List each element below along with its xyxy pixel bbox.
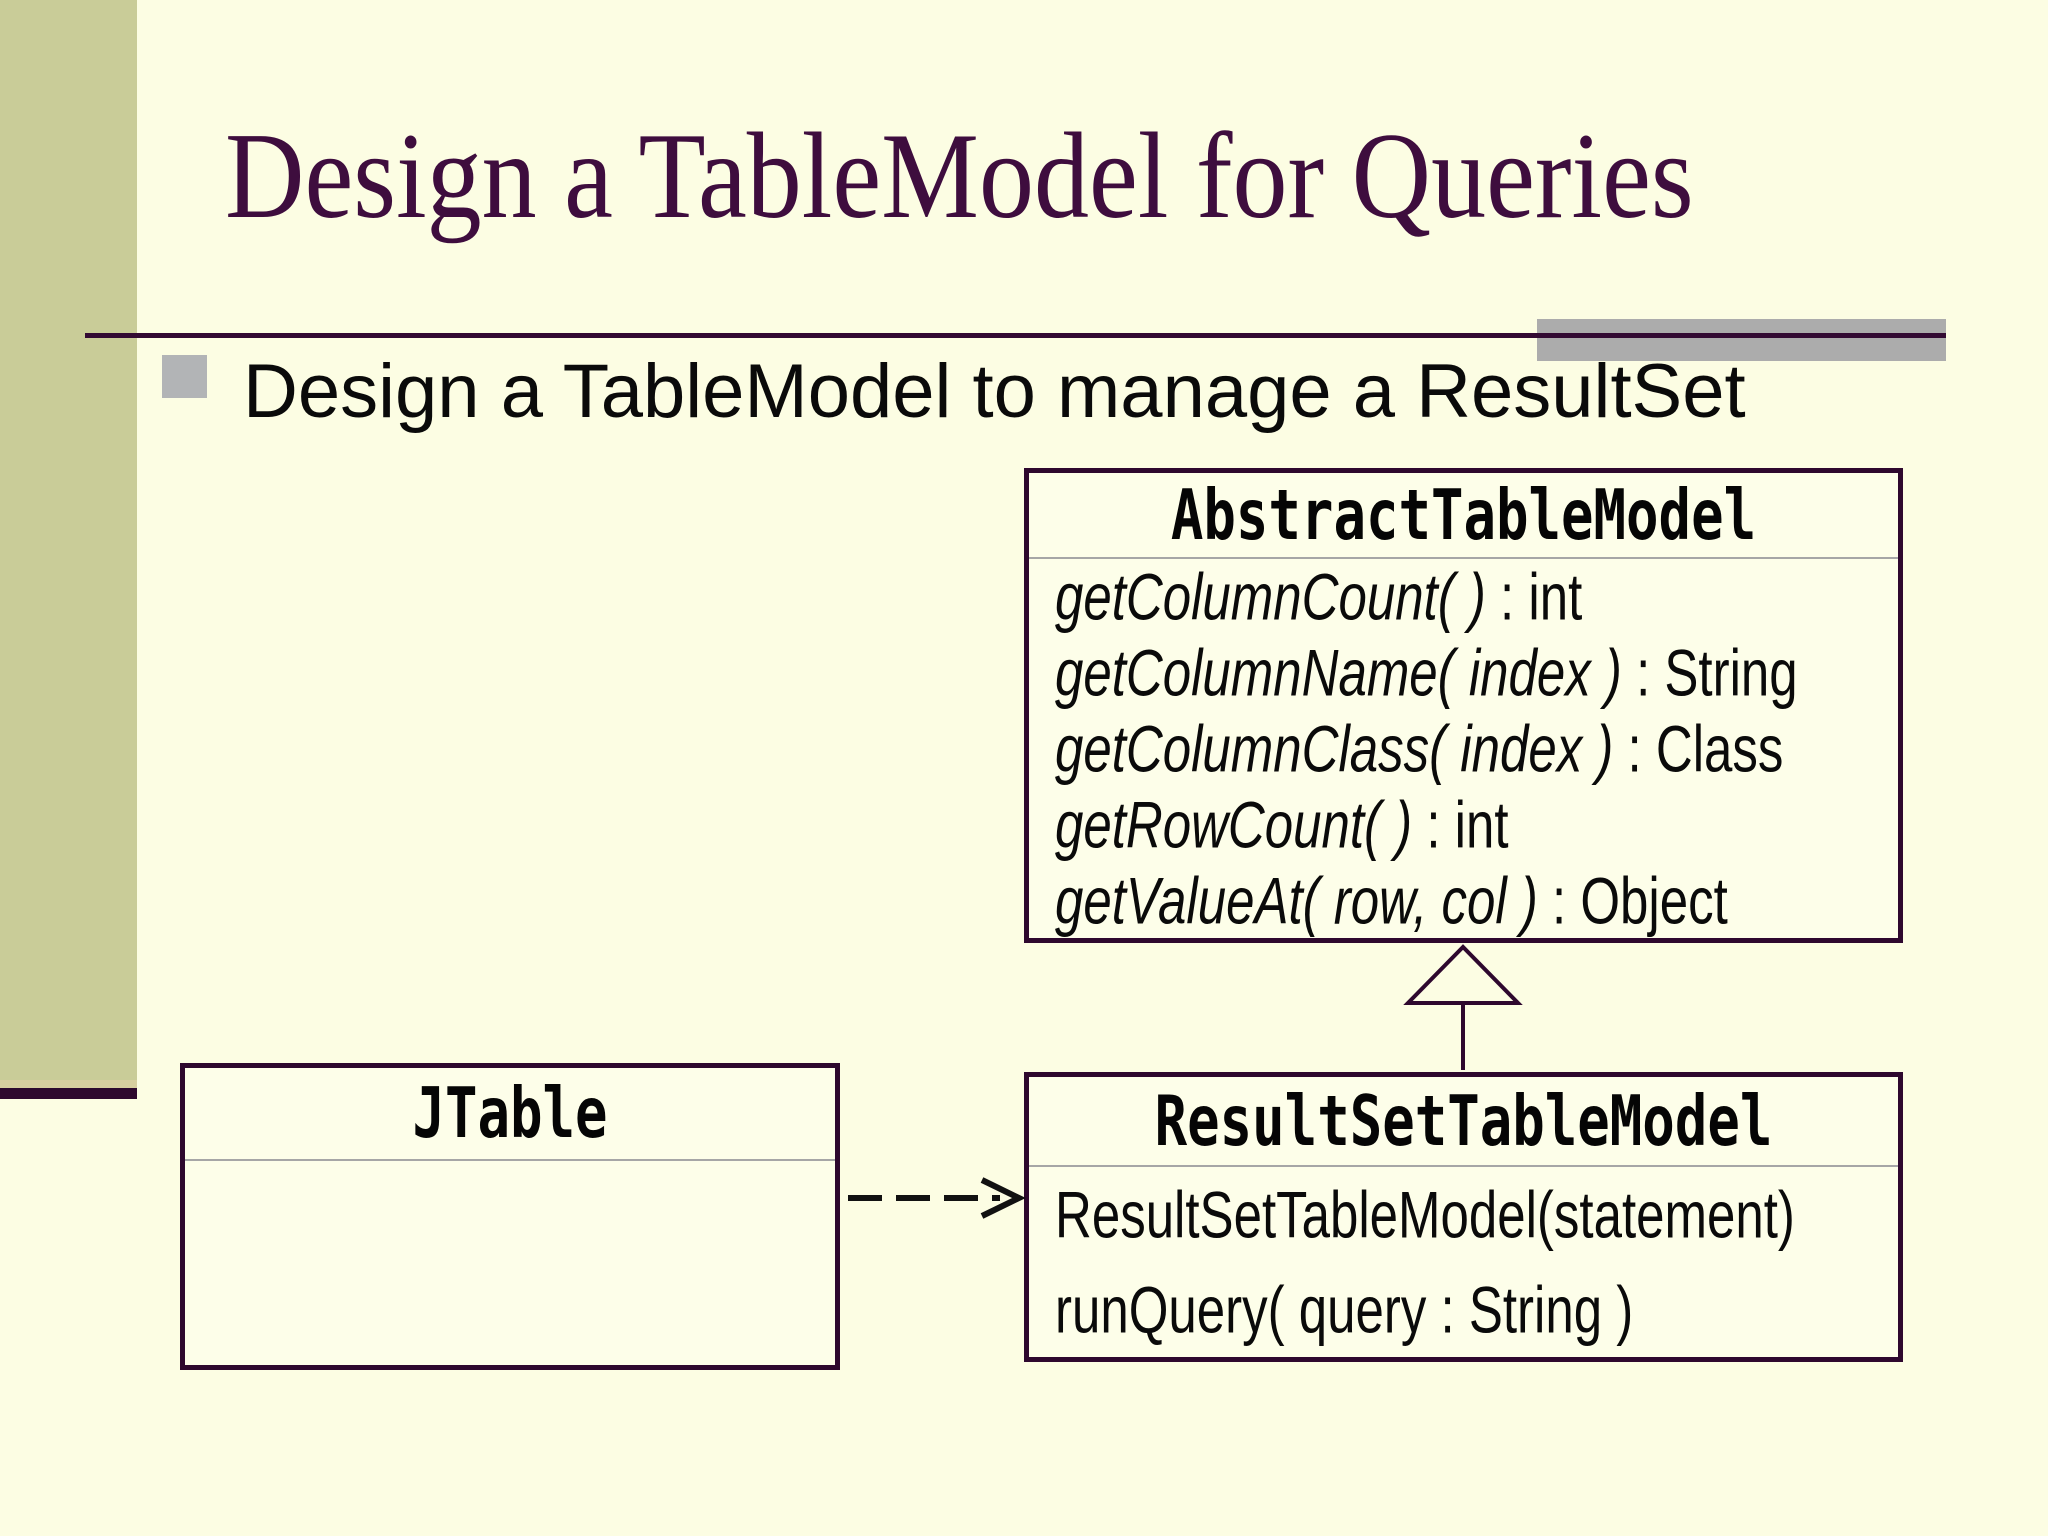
bullet-square-icon bbox=[162, 355, 207, 398]
dependency-arrowhead-icon bbox=[980, 1177, 1026, 1219]
method-row: getColumnCount( ) : int bbox=[1055, 559, 1583, 634]
method-row: getRowCount( ) : int bbox=[1055, 787, 1509, 862]
class-separator bbox=[1029, 1165, 1898, 1167]
class-body-empty bbox=[185, 1161, 835, 1365]
left-accent-bar-bottom-edge bbox=[0, 1080, 137, 1088]
method-row: runQuery( query : String ) bbox=[1055, 1272, 1634, 1347]
class-box-jtable: JTable bbox=[180, 1063, 840, 1370]
left-accent-purple-bar bbox=[0, 1088, 137, 1099]
class-separator bbox=[1029, 557, 1898, 559]
left-accent-bar bbox=[0, 0, 137, 1080]
inheritance-triangle-icon bbox=[1403, 944, 1523, 1005]
class-name-jtable: JTable bbox=[412, 1073, 608, 1154]
class-name-resultsettablemodel: ResultSetTableModel bbox=[1154, 1080, 1773, 1162]
title-underline-rule bbox=[85, 333, 1946, 338]
class-methods-abstracttablemodel: getColumnCount( ) : int getColumnName( i… bbox=[1029, 559, 1898, 938]
class-separator bbox=[185, 1159, 835, 1161]
class-box-resultsettablemodel: ResultSetTableModel ResultSetTableModel(… bbox=[1024, 1072, 1903, 1362]
method-row: getValueAt( row, col ) : Object bbox=[1055, 863, 1728, 938]
class-name-abstracttablemodel: AbstractTableModel bbox=[1170, 474, 1757, 556]
bullet-text: Design a TableModel to manage a ResultSe… bbox=[243, 349, 1746, 434]
method-row: getColumnClass( index ) : Class bbox=[1055, 711, 1784, 786]
class-box-abstracttablemodel: AbstractTableModel getColumnCount( ) : i… bbox=[1024, 468, 1903, 943]
slide-title: Design a TableModel for Queries bbox=[225, 107, 1694, 244]
class-methods-resultsettablemodel: ResultSetTableModel(statement) runQuery(… bbox=[1029, 1167, 1898, 1357]
title-gray-rectangle bbox=[1537, 319, 1946, 361]
method-row: getColumnName( index ) : String bbox=[1055, 635, 1798, 710]
method-row: ResultSetTableModel(statement) bbox=[1055, 1177, 1795, 1252]
